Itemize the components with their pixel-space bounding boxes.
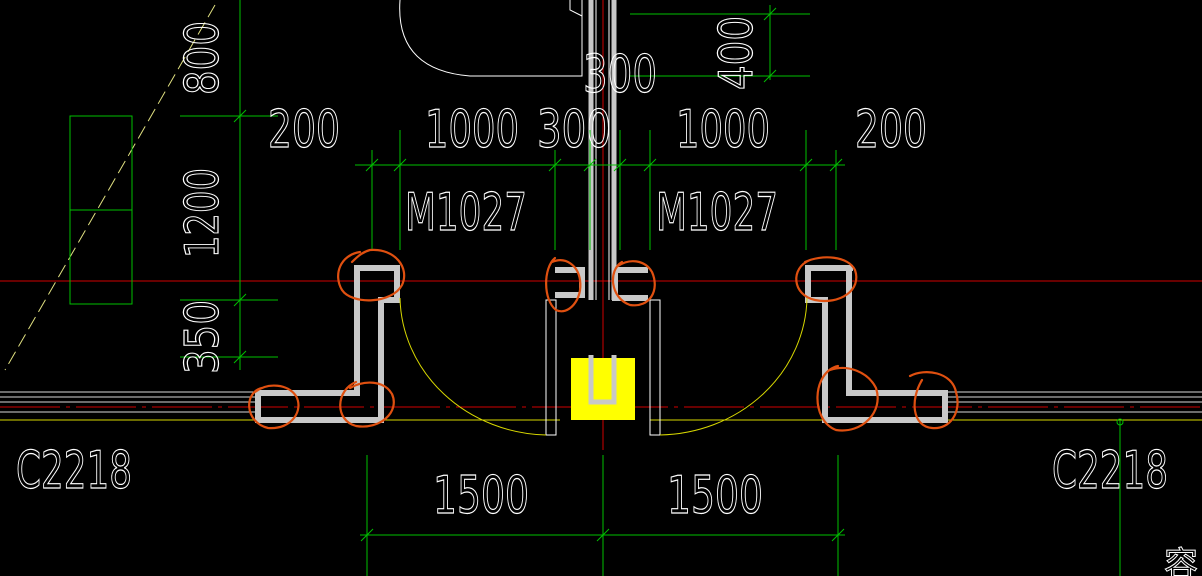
dim-1500-left: 1500 [433,466,529,526]
hand-drawn-circle-icon [339,380,395,428]
dim-200-left: 200 [268,100,340,160]
door-label-right: M1027 [656,183,778,243]
dim-1200-left: 1200 [175,168,229,258]
right-wall-segment [805,265,948,423]
door-swing-left [399,297,547,436]
markup-circles [248,248,959,432]
labels: M1027 M1027 C2218 C2218 容 [15,182,1198,576]
dim-1000-right: 1000 [676,100,770,160]
walls [255,265,948,423]
window-label-right: C2218 [1052,441,1168,501]
hand-drawn-circle-icon [908,371,959,430]
dim-800-left: 800 [175,21,229,95]
dim-1500-right: 1500 [667,466,763,526]
hand-drawn-circle-icon [337,248,406,302]
dim-300-upper: 300 [583,45,657,105]
column-wall-return [588,355,617,405]
window-label-left: C2218 [16,441,132,501]
hand-drawn-circle-icon [545,256,582,313]
corner-char: 容 [1164,545,1198,576]
dim-400-upper: 400 [709,16,763,90]
central-partition-wall [588,0,617,300]
hand-drawn-circle-icon [611,260,656,307]
dim-350-left: 350 [175,300,229,374]
dim-300-mid: 300 [537,100,611,160]
dim-1000-left: 1000 [425,100,519,160]
upper-room-outline [399,0,583,77]
hand-drawn-circle-icon [816,364,879,432]
door-leaf-left [545,299,557,436]
dimension-texts: 200 1000 300 1000 200 300 400 800 1200 3… [174,15,927,526]
left-door-jamb [555,267,585,298]
right-door-jamb [612,267,648,301]
hand-drawn-circle-icon [248,384,300,430]
left-fixture-rect [69,115,133,305]
door-swing-right [659,297,808,436]
door-leaf-right [649,299,661,436]
door-label-left: M1027 [405,183,527,243]
diagonal-guide-line [4,4,216,371]
hand-drawn-circle-icon [795,256,858,303]
dim-200-right: 200 [855,100,927,160]
upper-room-notch [569,0,583,17]
doors [399,297,808,436]
dimension-lines [180,0,1124,576]
left-wall-segment [255,265,400,423]
structural-column [571,358,635,420]
